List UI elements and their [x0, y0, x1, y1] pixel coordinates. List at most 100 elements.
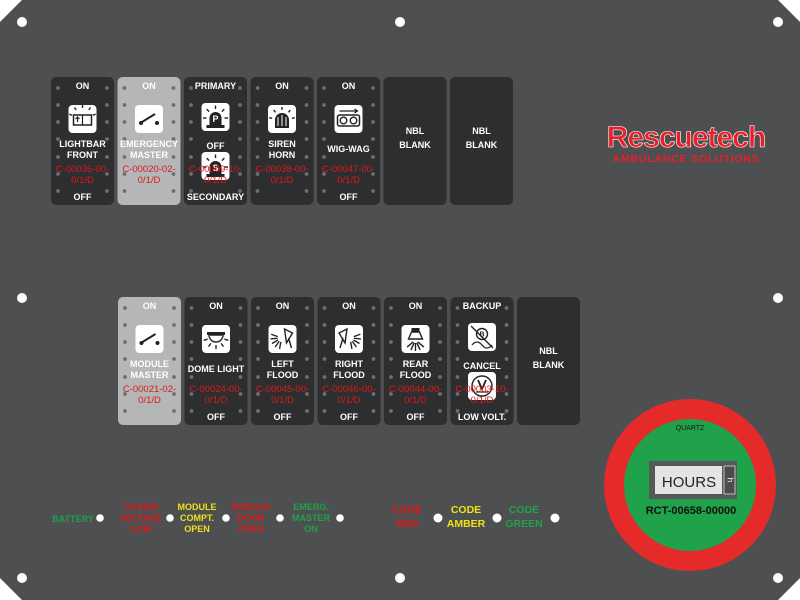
switch-plate[interactable] — [251, 297, 314, 425]
switch-bottom-label: OFF — [207, 412, 225, 422]
part-number: C-00003-10- — [455, 384, 508, 395]
right-flood-icon — [335, 325, 363, 353]
wig-wag-icon — [334, 105, 363, 133]
switch-name: MODULE — [130, 359, 169, 369]
indicator-label: EMERG. — [293, 502, 329, 512]
switch-bottom-label: OFF — [74, 192, 92, 202]
switch-plate[interactable] — [450, 297, 514, 425]
part-number: 0/1/D — [138, 395, 161, 406]
switch-bottom-label: SECONDARY — [187, 192, 244, 202]
indicator-label: LOW — [131, 524, 152, 534]
part-number: C-00021-02- — [123, 384, 176, 395]
code-label: CODE — [392, 504, 422, 516]
mounting-hole — [773, 17, 783, 27]
hour-meter-label-plate — [655, 466, 722, 494]
switch-plate[interactable] — [184, 77, 247, 205]
switch-plate[interactable] — [317, 77, 380, 205]
part-number: 0/1/D — [138, 175, 161, 186]
brand-name: Rescuetech — [607, 121, 765, 154]
code-led — [433, 513, 443, 523]
switch-name: LEFT — [271, 359, 294, 369]
mounting-hole — [17, 573, 27, 583]
dome-light-icon — [202, 325, 230, 353]
switch-plate[interactable] — [384, 297, 447, 425]
code-label: GREEN — [505, 518, 542, 530]
switch-top-label: ON — [409, 301, 423, 311]
part-number: C-00024-00- — [189, 384, 242, 395]
switch-top-label: BACKUP — [463, 301, 502, 311]
indicator-label: OPEN — [238, 524, 264, 534]
switch-plate[interactable] — [184, 297, 248, 425]
switch-plate[interactable] — [383, 77, 447, 205]
brand-logo: Rescuetech AMBULANCE SOLUTIONS — [606, 121, 766, 165]
part-number: C-00046-00- — [322, 384, 375, 395]
switch-name: DOME LIGHT — [188, 364, 245, 374]
indicator-led — [222, 514, 230, 522]
indicator-label: BATTERY — [52, 514, 94, 524]
switch-plate[interactable] — [250, 77, 314, 205]
indicator-led — [276, 514, 284, 522]
switch-bottom-label: OFF — [340, 412, 358, 422]
switch-top-label: ON — [342, 301, 356, 311]
switch-name: MASTER — [131, 370, 170, 380]
part-number: 0/1/D — [204, 175, 227, 186]
code-label: CODE — [509, 504, 539, 516]
part-number: 0/1/D — [471, 395, 494, 406]
beacon-letter: S — [212, 163, 218, 173]
part-number: C-00038-00- — [255, 164, 308, 175]
switch-top-label: ON — [209, 301, 223, 311]
switch-bottom-label: LOW VOLT. — [458, 412, 506, 422]
code-led — [492, 513, 502, 523]
switch-name: SIREN — [268, 139, 296, 149]
switch-plate[interactable] — [117, 77, 181, 205]
mounting-hole — [395, 17, 405, 27]
siren-icon — [268, 105, 296, 133]
switch-name: FLOOD — [267, 370, 299, 380]
beacon-p-icon: P — [201, 103, 230, 131]
indicator-led — [166, 514, 174, 522]
hour-meter: QUARTZ HOURS h RCT-00658-00000 — [604, 399, 776, 571]
switch-plate[interactable] — [118, 297, 181, 425]
switch-row-top: ONLIGHTBARFRONTC-00036-00-0/1/DOFFONEMER… — [51, 77, 513, 205]
switch-name: HORN — [269, 150, 296, 160]
backup-letter: B — [479, 332, 484, 339]
indicator-lights: BATTERYCHASSIVOLTAGELOWMODULECOMPT.OPENM… — [52, 502, 344, 534]
part-number: 0/1/D — [271, 175, 294, 186]
switch-bottom-label: OFF — [407, 412, 425, 422]
switch-plate[interactable] — [517, 297, 580, 425]
indicator-label: COMPT. — [180, 513, 214, 523]
part-number: 0/1/D — [337, 175, 360, 186]
switch-plate[interactable] — [51, 77, 114, 205]
switch-plate[interactable] — [450, 77, 513, 205]
code-label: CODE — [451, 504, 481, 516]
switch-plate[interactable] — [317, 297, 381, 425]
switch-name: WIG-WAG — [327, 144, 370, 154]
switch-name: EMERGENCY — [120, 139, 178, 149]
mounting-holes — [17, 17, 783, 583]
indicator-label: MODULE — [178, 502, 217, 512]
indicator-label: OPEN — [184, 524, 210, 534]
switch-top-label: ON — [143, 301, 157, 311]
hour-meter-label: HOURS — [662, 474, 716, 491]
switch-name: REAR — [403, 359, 429, 369]
indicator-label: DOOR — [238, 513, 266, 523]
blank-label: BLANK — [533, 360, 565, 370]
beacon-s-icon: S — [201, 152, 230, 180]
